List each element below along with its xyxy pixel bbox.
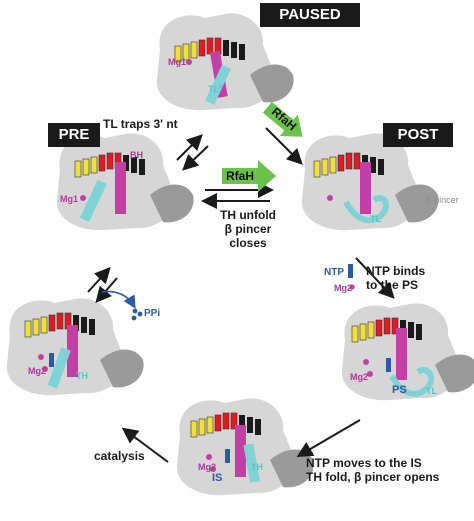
is-complex: [176, 398, 314, 496]
ps-label: PS: [392, 384, 407, 396]
ntp-moves-line: NTP moves to the IS: [306, 456, 422, 470]
ntp-moves-label: NTP moves to the IS TH fold, β pincer op…: [306, 456, 439, 484]
ntp-binds-line: NTP binds: [366, 264, 426, 278]
paused-complex: [156, 13, 294, 111]
to-ps-line: to the PS: [366, 278, 419, 292]
closes-line: closes: [229, 236, 267, 250]
mg2-label-is: Mg2: [198, 462, 216, 472]
beta-pincer-line: β pincer: [224, 222, 272, 236]
state-pre: PRE: [48, 123, 100, 147]
ppi-label: PPi: [144, 308, 161, 319]
th-label-is: TH: [251, 462, 263, 472]
mg1-label-paused: Mg1: [168, 57, 186, 67]
mg1-label-pre: Mg1: [60, 194, 78, 204]
beta-pincer-label: β-pincer: [426, 195, 459, 205]
post-complex: [301, 133, 439, 231]
tl-label-post: TL: [370, 214, 381, 224]
tl-star-label: TL*: [208, 84, 223, 94]
tl-label-ps: TL: [426, 386, 437, 396]
ps-complex: [341, 303, 474, 401]
catalysis-complex: [6, 298, 144, 396]
state-paused: PAUSED: [260, 3, 360, 27]
th-fold-line: TH fold, β pincer opens: [306, 470, 440, 484]
rfah-label-mid: RfaH: [226, 169, 255, 183]
th-unfold-label: TH unfold β pincer closes: [212, 208, 284, 250]
ntp-label: NTP: [324, 267, 344, 278]
catalysis-label: catalysis: [94, 449, 145, 463]
mg2-label-left: Mg2: [28, 366, 46, 376]
th-label-left: TH: [76, 371, 88, 381]
pre-complex: [56, 133, 194, 231]
state-post: POST: [383, 123, 453, 147]
tl-traps-label: TL traps 3' nt: [103, 117, 178, 131]
is-label: IS: [212, 472, 223, 484]
th-unfold-line: TH unfold: [220, 208, 276, 222]
mg2-label-ps: Mg2: [350, 372, 368, 382]
mg2-label-ntp: Mg2: [334, 283, 352, 293]
bh-label: BH: [130, 150, 143, 160]
ntp-binds-label: NTP binds to the PS: [366, 264, 425, 292]
